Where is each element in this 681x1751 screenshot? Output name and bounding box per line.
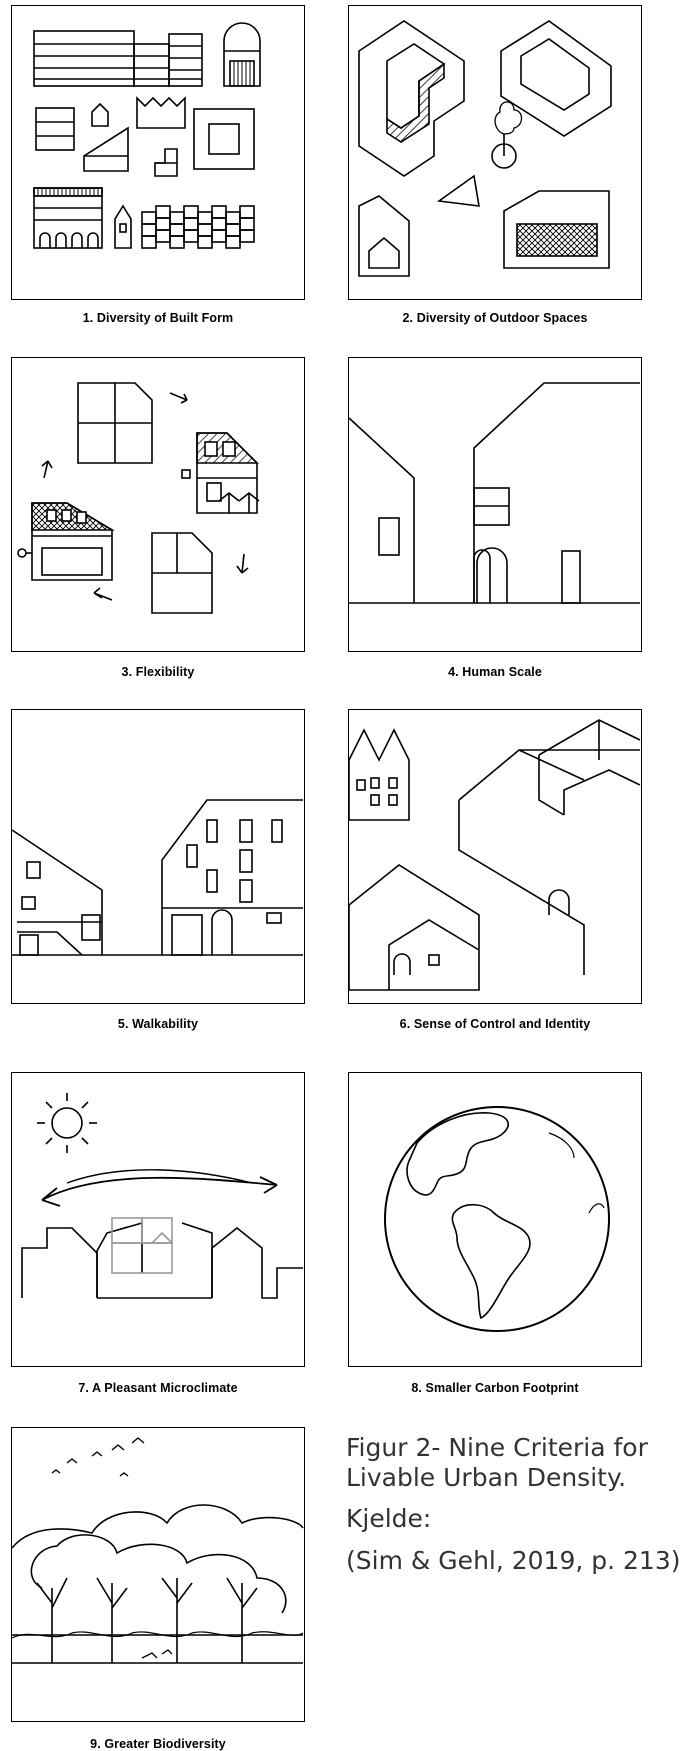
- panel-pleasant-microclimate: [11, 1072, 305, 1367]
- caption-8: 8. Smaller Carbon Footprint: [411, 1381, 579, 1395]
- globe-icon: [384, 1106, 610, 1332]
- figure-title-line-1: Figur 2- Nine Criteria for: [346, 1433, 648, 1462]
- panel-walkability: [11, 709, 305, 1004]
- panel-flexibility: [11, 357, 305, 652]
- source-reference: (Sim & Gehl, 2019, p. 213): [346, 1546, 681, 1575]
- figure-title-line-2: Livable Urban Density.: [346, 1463, 627, 1492]
- caption-9: 9. Greater Biodiversity: [90, 1737, 226, 1751]
- caption-2: 2. Diversity of Outdoor Spaces: [402, 311, 588, 325]
- control-identity-illustration: [348, 719, 641, 991]
- panel-human-scale: [348, 357, 642, 652]
- caption-5: 5. Walkability: [117, 1017, 199, 1031]
- built-form-illustration: [33, 22, 261, 249]
- caption-7: 7. A Pleasant Microclimate: [78, 1381, 238, 1395]
- source-label: Kjelde:: [346, 1504, 432, 1533]
- caption-4: 4. Human Scale: [448, 665, 542, 679]
- microclimate-illustration: [21, 1093, 303, 1299]
- panel-sense-of-control-and-identity: [348, 709, 642, 1004]
- panel-diversity-of-built-form: [11, 5, 305, 300]
- panel-diversity-of-outdoor-spaces: [348, 5, 642, 300]
- caption-1: 1. Diversity of Built Form: [82, 311, 234, 325]
- sun-icon: [51, 1107, 83, 1139]
- human-scale-illustration: [348, 382, 640, 604]
- walkability-illustration: [11, 799, 303, 956]
- panel-smaller-carbon-footprint: [348, 1072, 642, 1367]
- caption-6: 6. Sense of Control and Identity: [399, 1017, 591, 1031]
- biodiversity-illustration: [11, 1437, 304, 1664]
- panel-greater-biodiversity: [11, 1427, 305, 1722]
- carbon-footprint-illustration: [384, 1106, 610, 1332]
- caption-3: 3. Flexibility: [121, 665, 195, 679]
- flexibility-illustration: [17, 382, 260, 614]
- outdoor-spaces-illustration: [358, 20, 612, 277]
